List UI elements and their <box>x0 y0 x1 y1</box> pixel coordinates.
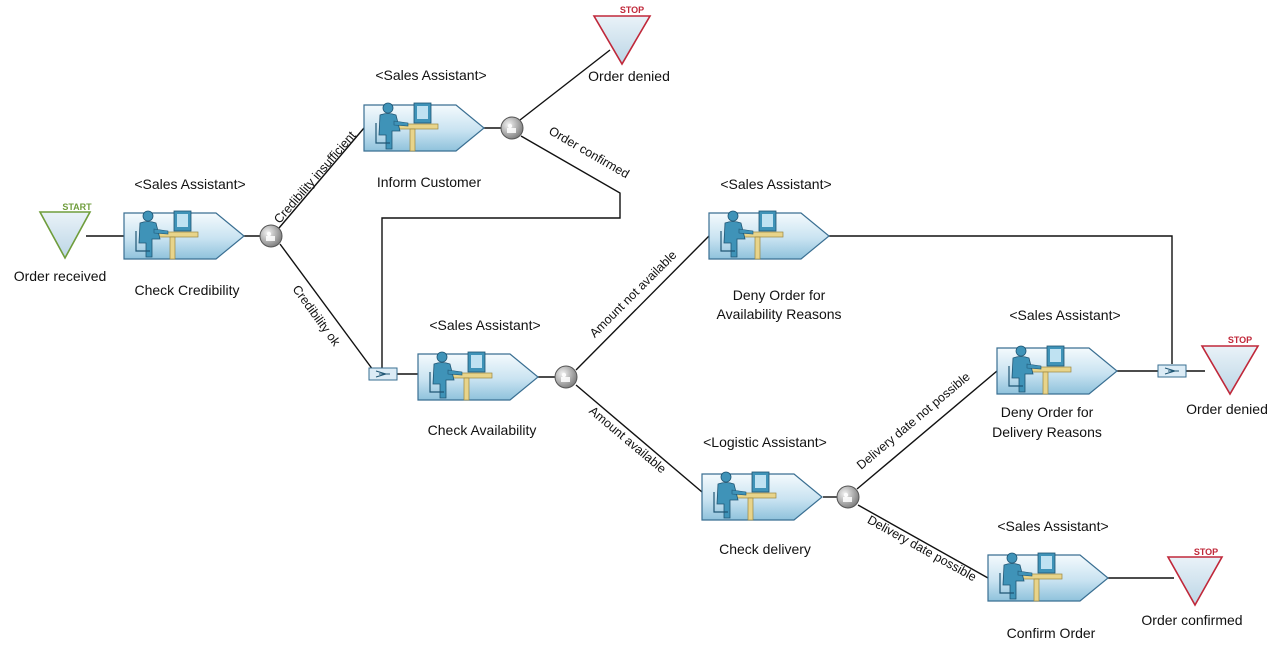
task-role: <Sales Assistant> <box>375 67 486 83</box>
stop-event-bottom-label: Order confirmed <box>1141 612 1242 628</box>
task-name: Check Credibility <box>134 282 239 298</box>
task-check-availability[interactable] <box>417 351 539 401</box>
edge-label-credibility-insufficient: Credibility insufficient <box>271 128 359 226</box>
task-deny-order-availability[interactable] <box>708 210 830 260</box>
task-check-credibility[interactable] <box>123 210 245 260</box>
task-name: Inform Customer <box>377 174 482 190</box>
task-name: Confirm Order <box>1007 625 1096 641</box>
start-event-label: Order received <box>14 268 107 284</box>
task-name-line1: Deny Order for <box>733 287 826 303</box>
start-event: START <box>38 202 92 260</box>
stop-event-right-label: Order denied <box>1186 401 1268 417</box>
merge-availability[interactable] <box>368 367 398 381</box>
gateway-delivery[interactable] <box>836 485 860 509</box>
task-role: <Sales Assistant> <box>720 176 831 192</box>
edge-label-delivery-possible: Delivery date possible <box>865 513 979 585</box>
task-inform-customer[interactable] <box>363 102 485 152</box>
task-name: Check Availability <box>428 422 537 438</box>
task-name-line2: Availability Reasons <box>716 306 841 322</box>
stop-badge: STOP <box>620 5 644 15</box>
task-role: <Sales Assistant> <box>134 176 245 192</box>
edge-label-order-confirmed: Order confirmed <box>546 124 631 181</box>
connectors <box>86 49 1205 579</box>
stop-event-bottom: STOP <box>1166 547 1224 607</box>
gateway-availability[interactable] <box>554 365 578 389</box>
start-badge: START <box>62 202 92 212</box>
task-role: <Sales Assistant> <box>1009 307 1120 323</box>
stop-event-top: STOP <box>592 5 652 66</box>
task-role: <Sales Assistant> <box>997 518 1108 534</box>
task-role: <Logistic Assistant> <box>703 434 827 450</box>
stop-event-top-label: Order denied <box>588 68 670 84</box>
edge-label-amount-not-available: Amount not available <box>587 248 679 340</box>
task-name-line2: Delivery Reasons <box>992 424 1102 440</box>
stop-event-right: STOP <box>1200 335 1260 396</box>
task-check-delivery[interactable] <box>701 471 823 521</box>
task-deny-order-delivery[interactable] <box>996 345 1118 395</box>
stop-badge: STOP <box>1228 335 1252 345</box>
task-role: <Sales Assistant> <box>429 317 540 333</box>
stop-badge: STOP <box>1194 547 1218 557</box>
edge-label-amount-available: Amount available <box>586 404 668 476</box>
task-name: Check delivery <box>719 541 811 557</box>
edge-label-delivery-not-possible: Delivery date not possible <box>854 370 973 473</box>
merge-denied[interactable] <box>1157 364 1187 378</box>
task-name-line1: Deny Order for <box>1001 404 1094 420</box>
task-confirm-order[interactable] <box>987 552 1109 602</box>
gateway-credibility[interactable] <box>259 224 283 248</box>
gateway-inform[interactable] <box>500 116 524 140</box>
